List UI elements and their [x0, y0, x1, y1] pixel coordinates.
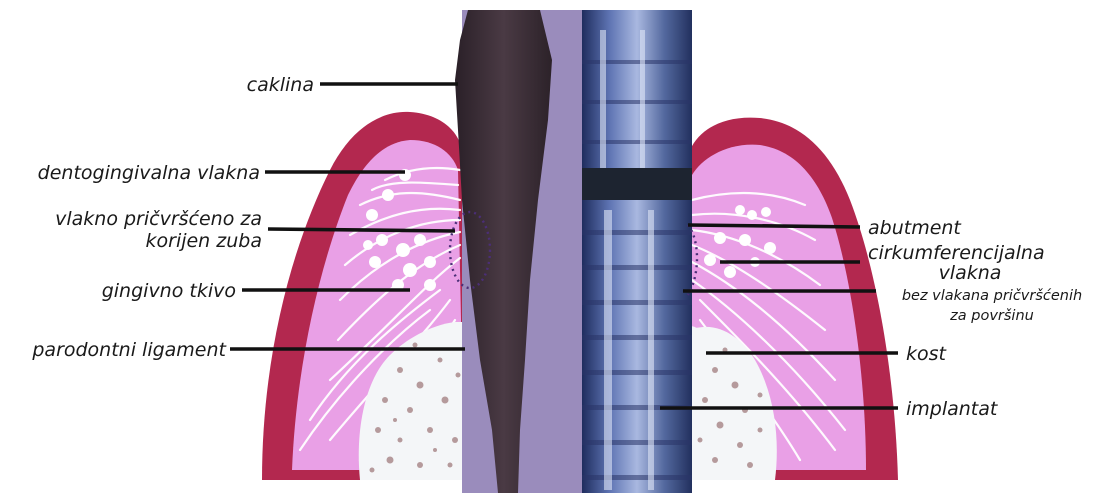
abutment-collar — [582, 168, 692, 200]
leader-attached-fiber — [268, 229, 455, 231]
label-dentogingival: dentogingivalna vlakna — [38, 162, 260, 184]
label-implant: implantat — [906, 398, 999, 420]
label-no-attach-2: za površinu — [949, 308, 1034, 324]
label-circumferential-2: vlakna — [939, 262, 1002, 284]
label-no-attach-1: bez vlakana pričvršćenih — [902, 288, 1082, 304]
label-bone: kost — [906, 343, 948, 365]
label-pdl: parodontni ligament — [31, 339, 227, 361]
label-attached-fiber-1: vlakno pričvršćeno za — [55, 208, 262, 230]
center-panel — [450, 10, 697, 493]
leader-abutment — [688, 225, 860, 227]
label-circumferential-1: cirkumferencijalna — [868, 242, 1045, 264]
label-caklina: caklina — [247, 74, 314, 96]
label-attached-fiber-2: korijen zuba — [146, 230, 263, 252]
label-gingiva: gingivno tkivo — [102, 280, 236, 302]
label-abutment: abutment — [868, 217, 962, 239]
implant-body — [582, 10, 692, 493]
